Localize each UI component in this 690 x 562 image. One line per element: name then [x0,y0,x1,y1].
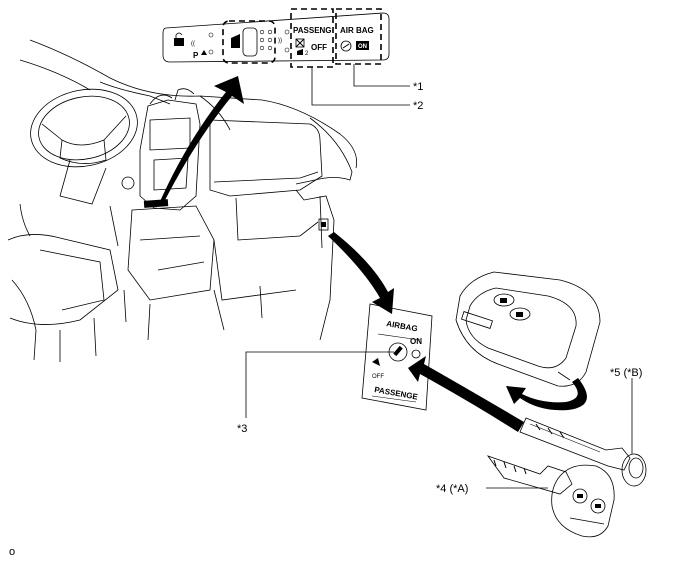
switch-airbag-label: AIRBAG [386,319,419,333]
panel-on-badge [356,41,369,50]
figure-code: o [9,546,15,558]
lock-icon [174,32,184,46]
master-key [486,455,615,538]
panel-off-label: OFF [311,43,327,52]
key-unlock-button-icon [590,498,606,514]
panel-passenger-label: PASSENG [293,26,332,35]
panel-airbag-label: AIR BAG [340,26,374,35]
unlock-button-icon [509,307,531,321]
indicator-panel: (( P )) PASSENG 2 OFF AIR BAG [162,8,390,68]
callout-1: *1 [413,81,423,93]
switch-on-label: ON [410,337,422,346]
mechanical-key [519,417,647,487]
arrow-key-to-switch [408,356,524,432]
airbag-off-icon: 2 [295,38,309,57]
callout-3: *3 [237,423,247,435]
vehicle-interior [7,39,358,362]
airbag-on-icon [340,40,352,52]
key-lock-button-icon [572,488,588,504]
switch-on-icon [411,349,421,359]
seat-person-icon [201,50,207,55]
lock-button-icon [493,293,515,307]
svg-text:2: 2 [305,51,309,57]
arrow-to-panel [158,76,244,206]
smart-key-fob [455,271,601,387]
panel-p-label: P [193,51,199,60]
panel-on-label: ON [358,44,367,50]
sound-waves-right-icon: )) [278,38,282,44]
steering-wheel [30,88,138,168]
callout-2: *2 [413,100,423,112]
airbag-switch-plate: AIRBAG ON OFF PASSENGE [361,303,433,411]
callout-5: *5 (*B) [610,367,642,379]
leader-lines-top [311,64,410,106]
callout-4: *4 (*A) [436,483,468,495]
leader-line-3 [245,351,394,418]
center-switch-icon [231,27,258,57]
switch-off-label: OFF [372,374,384,380]
arrow-to-switch [328,232,394,314]
sound-waves-icon: (( [191,41,195,47]
curved-arrow-fob-key [506,378,587,411]
